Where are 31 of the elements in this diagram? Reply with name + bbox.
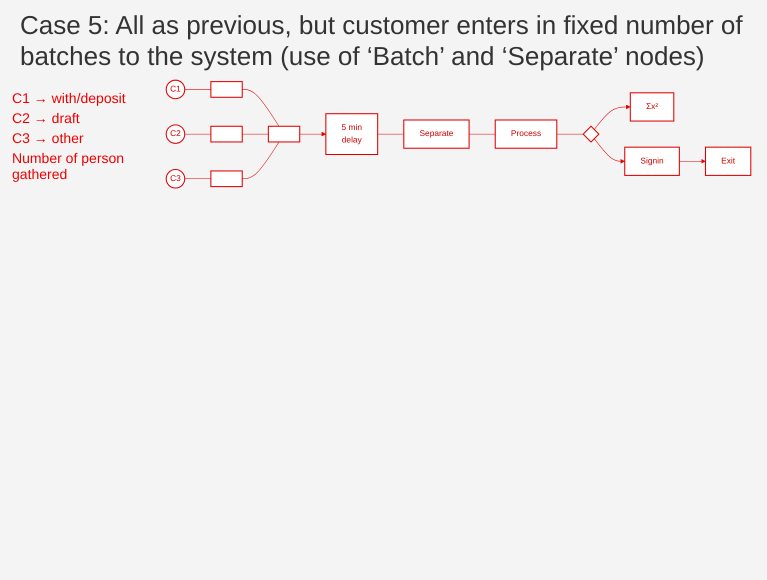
arrow bbox=[594, 105, 631, 130]
node-box: Process bbox=[494, 120, 558, 150]
handwritten-note: Number of person gathered bbox=[12, 150, 126, 182]
connector bbox=[242, 134, 269, 135]
node-box bbox=[210, 81, 243, 98]
node-box bbox=[210, 170, 243, 188]
node-box: Exit bbox=[704, 147, 752, 176]
node-box: 5 min delay bbox=[325, 114, 378, 156]
connector bbox=[556, 134, 584, 135]
node-box: Σx² bbox=[630, 92, 674, 122]
connector bbox=[184, 134, 212, 135]
connector bbox=[242, 142, 280, 180]
arrow bbox=[594, 138, 625, 164]
handwritten-note: C2 → draft bbox=[12, 110, 81, 126]
node-circle: C3 bbox=[166, 169, 186, 189]
connector bbox=[377, 134, 404, 135]
connector bbox=[468, 134, 496, 135]
node-box bbox=[268, 126, 300, 143]
node-diamond bbox=[582, 126, 600, 144]
slide-title: Case 5: All as previous, but customer enters in fixed number of batches to the system (use of ‘Batch’ and ‘Separate’ nodes) bbox=[20, 10, 744, 72]
node-circle: C1 bbox=[166, 80, 186, 100]
handwritten-note: C1 → with/deposit bbox=[12, 90, 127, 106]
node-box: Separate bbox=[403, 120, 470, 150]
node-box bbox=[210, 126, 243, 143]
connector bbox=[242, 90, 280, 127]
arrow bbox=[679, 159, 706, 164]
arrow bbox=[299, 132, 326, 137]
connector bbox=[184, 178, 212, 180]
handwritten-note: C3 → other bbox=[12, 130, 85, 146]
node-box: Signin bbox=[624, 147, 680, 176]
node-circle: C2 bbox=[166, 124, 186, 144]
